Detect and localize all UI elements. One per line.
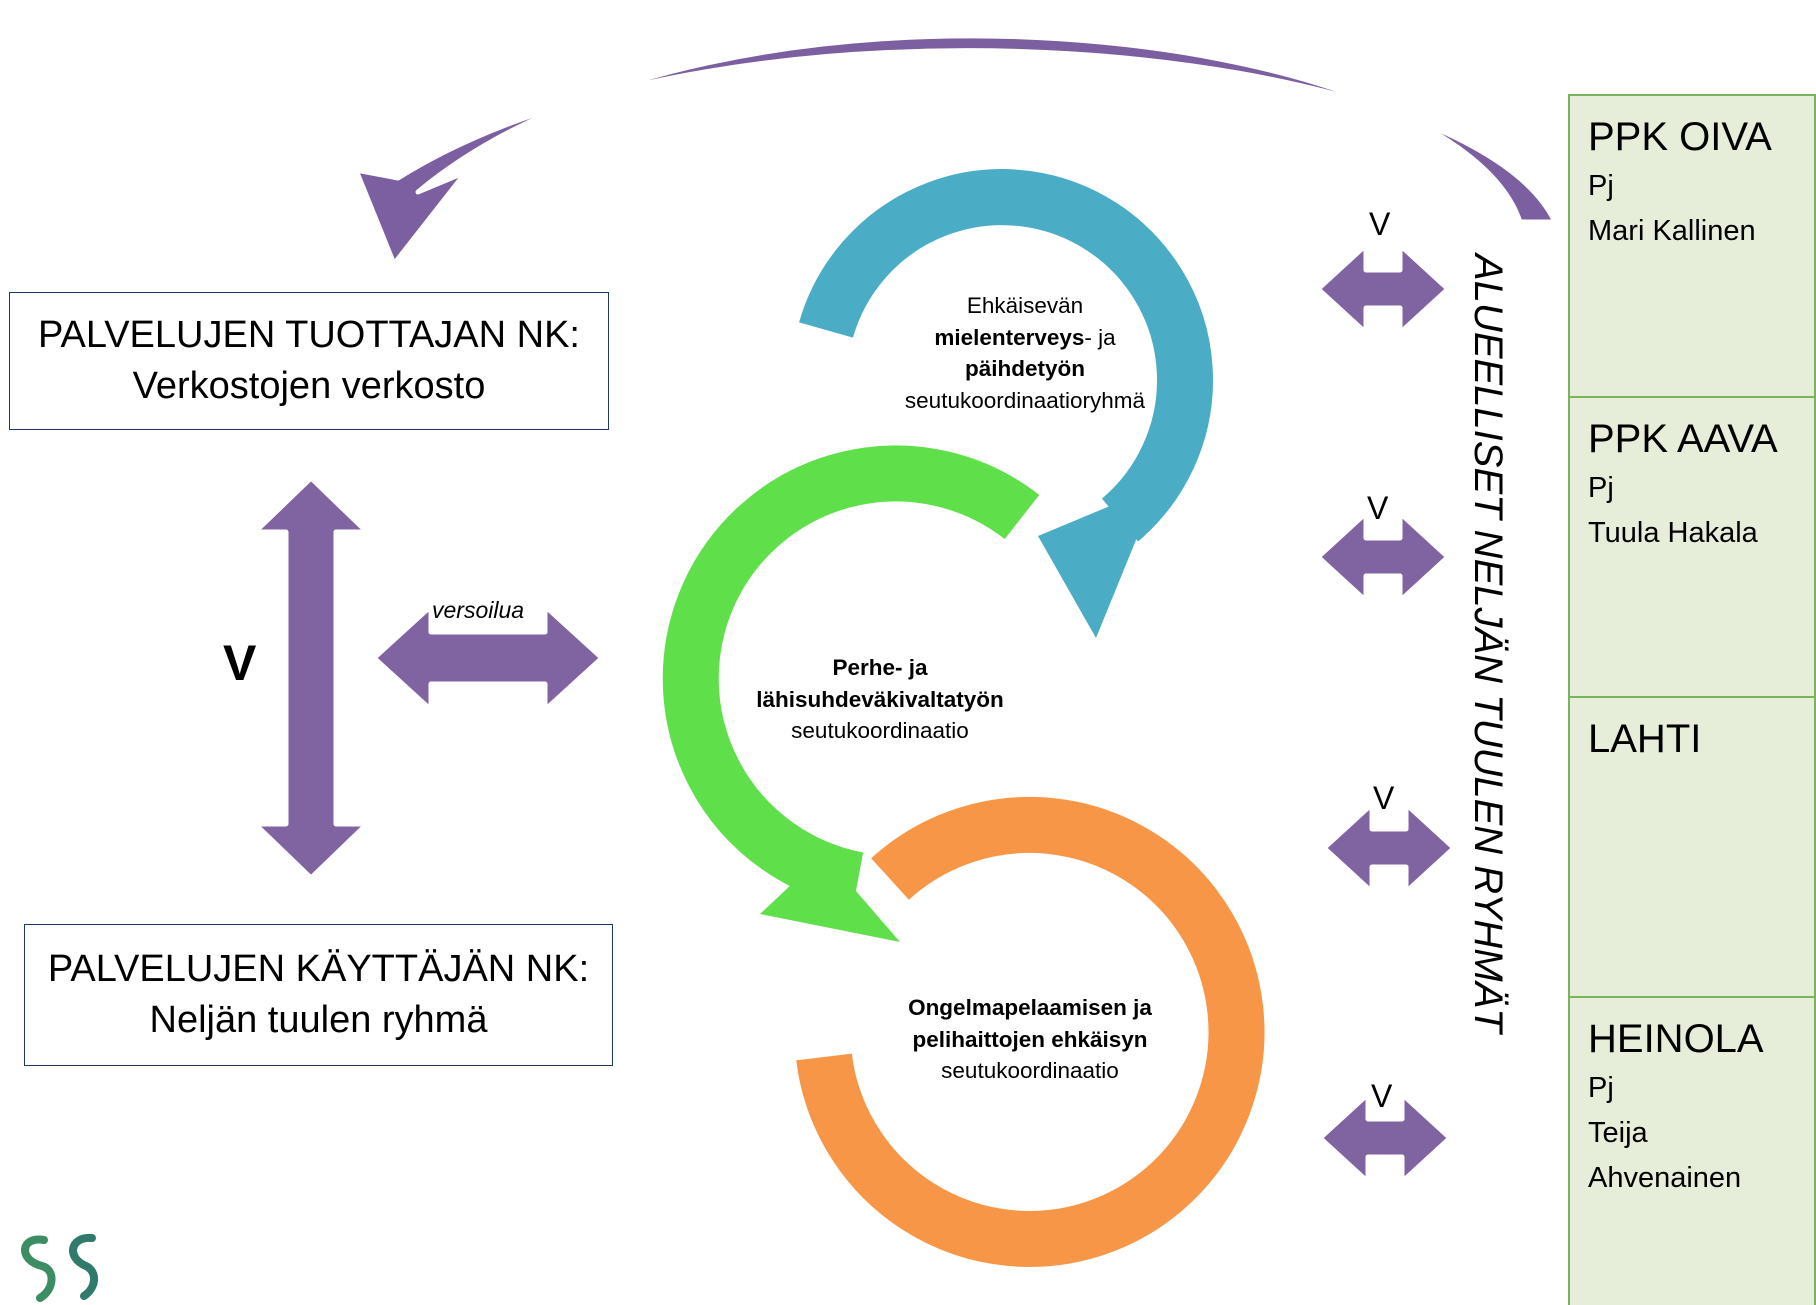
region-role: Pj [1588,1072,1614,1104]
organization-logo-icon [21,1233,98,1302]
region-connector-arrow [1315,242,1451,336]
blue-cycle-arrowhead [1038,486,1158,638]
user-network-box: PALVELUJEN KÄYTTÄJÄN NK: Neljän tuulen r… [24,924,613,1066]
family-violence-coordination-label: Perhe- ja lähisuhdeväkivaltatyön seutuko… [756,655,1004,743]
region-arrow-label: V [1371,1078,1393,1114]
region-name: LAHTI [1588,717,1702,761]
producer-network-box: PALVELUJEN TUOTTAJAN NK: Verkostojen ver… [9,292,609,430]
region-panel: PPK OIVA Pj Mari Kallinen PPK AAVA Pj Tu… [1568,94,1816,1305]
region-person: Mari Kallinen [1588,214,1756,247]
region-name: PPK OIVA [1588,115,1772,159]
gambling-prevention-coordination-label: Ongelmapelaamisen ja pelihaittojen ehkäi… [908,995,1152,1083]
user-network-title: PALVELUJEN KÄYTTÄJÄN NK: [47,947,590,990]
vertical-double-arrow [252,475,370,881]
region-person: Tuula Hakala [1588,516,1758,549]
region-role: Pj [1588,472,1614,504]
region-card-lahti: LAHTI [1570,696,1816,996]
mental-health-coordination-label: Ehkäisevän mielenterveys- ja päihdetyön … [904,293,1146,413]
orange-cycle-ring [796,796,1265,1267]
region-name: PPK AAVA [1588,417,1778,461]
region-person: Teija [1588,1116,1648,1149]
regional-groups-vertical-title: ALUEELLISET NELJÄN TUULEN RYHMÄT [1466,254,1510,1033]
region-card-heinola: HEINOLA Pj Teija Ahvenainen [1570,996,1816,1305]
green-cycle-arrow [662,445,1040,908]
region-card-aava: PPK AAVA Pj Tuula Hakala [1570,396,1816,696]
region-card-oiva: PPK OIVA Pj Mari Kallinen [1570,94,1816,396]
blue-cycle-arrow [799,169,1213,542]
region-connector-arrow [1315,510,1451,604]
versoilua-double-arrow [371,603,605,713]
region-role: Pj [1588,170,1614,202]
producer-network-subtitle: Verkostojen verkosto [132,365,486,407]
green-cycle-arrowhead [760,854,900,942]
producer-network-title: PALVELUJEN TUOTTAJAN NK: [38,313,580,356]
region-name: HEINOLA [1588,1017,1764,1061]
region-arrow-label: V [1373,780,1395,816]
top-curved-arrow [353,33,1558,267]
region-connector-arrow [1317,1091,1453,1185]
region-person: Ahvenainen [1588,1161,1742,1194]
region-arrow-label: V [1367,490,1389,526]
user-network-subtitle: Neljän tuulen ryhmä [149,999,488,1041]
vertical-arrow-label: V [223,635,257,691]
versoilua-label: versoilua [432,597,525,623]
region-arrow-label: V [1369,206,1391,242]
region-connector-arrow [1321,801,1457,895]
